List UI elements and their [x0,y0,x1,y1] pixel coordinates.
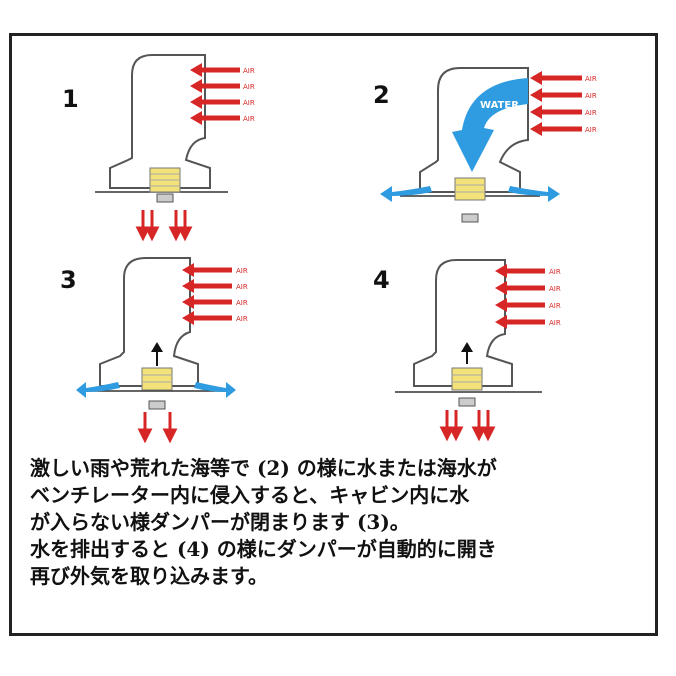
air-arrows-1 [200,67,240,121]
air-arrows-4 [505,268,545,325]
air-label: AIR [236,283,248,291]
ventilator-body-4 [395,259,542,393]
air-labels-2: AIR AIR AIR AIR [585,75,597,134]
air-label: AIR [236,267,248,275]
panel-number-2: 2 [373,81,390,109]
down-arrow-icon [439,410,496,442]
air-label: AIR [585,109,597,117]
down-arrow-icon [135,210,193,242]
air-label: AIR [549,302,561,310]
panel-number-1: 1 [62,85,79,113]
air-label: AIR [585,92,597,100]
water-arrow-icon [76,382,236,398]
caption-line: ベンチレーター内に侵入すると、キャビン内に水 [30,483,470,507]
panel-number-4: 4 [373,266,390,294]
air-label: AIR [243,83,255,91]
air-arrowheads-4 [495,264,507,329]
damper-1 [149,167,181,203]
down-arrow-icon [137,412,178,444]
caption-line: 水を排出すると (4) の様にダンパーが自動的に開き [30,537,497,561]
diagram-frame [9,33,658,636]
air-arrows-2 [540,75,582,132]
panel-number-3: 3 [60,266,77,294]
caption: 激しい雨や荒れた海等で (2) の様に水または海水が ベンチレーター内に侵入する… [30,455,640,590]
caption-line: 再び外気を取り込みます。 [30,564,268,588]
damper-4 [451,367,483,407]
air-label: AIR [236,315,248,323]
air-arrowheads-1 [190,63,202,125]
water-arrow-icon: WATER [380,78,560,202]
panel-2: 2 WATER AIR [373,67,597,223]
caption-line: が入らない様ダンパーが閉まります (3)。 [30,510,410,534]
air-labels-3: AIR AIR AIR AIR [236,267,248,323]
air-arrows-3 [192,267,232,321]
panel-3: 3 A [60,257,248,444]
air-labels-1: AIR AIR AIR AIR [243,67,255,123]
air-arrowheads-3 [182,263,194,325]
water-label: WATER [480,100,519,111]
panel-4: 4 AIR AIR AIR [373,259,561,442]
air-label: AIR [236,299,248,307]
damper-3 [141,367,173,410]
panel-1: 1 AIR AIR AIR AIR [62,54,255,242]
air-label: AIR [549,285,561,293]
up-arrow-icon [461,342,473,364]
air-label: AIR [243,99,255,107]
air-label: AIR [585,75,597,83]
air-labels-4: AIR AIR AIR AIR [549,268,561,327]
air-label: AIR [549,319,561,327]
air-label: AIR [585,126,597,134]
caption-line: 激しい雨や荒れた海等で (2) の様に水または海水が [30,456,497,480]
air-label: AIR [243,115,255,123]
air-label: AIR [243,67,255,75]
air-arrowheads-2 [530,71,542,136]
ventilator-body-3 [82,257,230,392]
air-label: AIR [549,268,561,276]
up-arrow-icon [151,342,163,366]
ventilator-body-1 [95,54,228,193]
damper-2 [454,177,486,223]
